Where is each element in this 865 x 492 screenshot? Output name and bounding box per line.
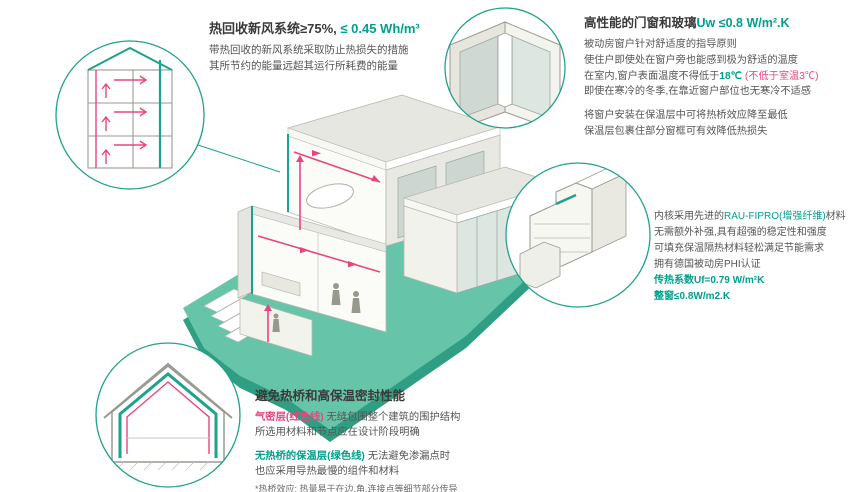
people-figures (272, 283, 361, 332)
window-desc-line4: 即使在寒冷的冬季,在靠近窗户部位也无寒冷不适感 (584, 86, 811, 98)
thermal-desc-line1: 气密层(红色线) 无缝包围整个建筑的围护结构 (255, 410, 590, 425)
ground-floor-side (237, 205, 253, 299)
ventilation-desc-line2: 其所节约的能量远超其运行所耗费的能量 (209, 60, 398, 73)
window-title-main: 高性能的门窗和玻璃 (584, 16, 697, 30)
house-cutaway (237, 94, 560, 357)
window-desc-line2: 使住户即使处在窗户旁也能感到极为舒适的温度 (584, 54, 798, 66)
thermal-line3-rest: 无法避免渗漏点时 (364, 450, 451, 462)
window-title-accent: Uw ≤0.8 W/m².K (696, 16, 790, 30)
airtight-layer-line (126, 381, 210, 454)
thermal-desc-line2: 所选用材料和节点应在设计阶段明确 (255, 427, 420, 439)
ventilation-title: 热回收新风系统≥75%, ≤ 0.45 Wh/m³ (209, 18, 519, 37)
spacer (584, 100, 860, 108)
airtight-layer-label: 气密层(红色线) (255, 412, 324, 423)
section-airflow-arrows (95, 70, 148, 168)
airflow-arrows (264, 150, 380, 311)
spacer (255, 441, 590, 449)
profile-desc-line2: 无需额外补强,具有超强的稳定性和强度 (654, 227, 827, 238)
kitchen-counter (261, 271, 301, 297)
callout-text-thermal: 避免热桥和高保温密封性能 气密层(红色线) 无缝包围整个建筑的围护结构 所选用材… (255, 385, 590, 492)
window-line3-temp: 18℃ (719, 70, 743, 82)
profile-uw-value: 整窗≤0.8W/m2.K (654, 291, 731, 302)
profile-desc-line1: 内核采用先进的RAU-FIPRO(增强纤维)材料 (654, 209, 864, 225)
ventilation-ducts (257, 151, 381, 342)
profile-detail-circle (505, 162, 651, 308)
profile-line1-pre: 内核采用先进的 (654, 211, 724, 222)
window-desc-line3: 在室内,窗户表面温度不得低于18℃ (不低于室温3℃) (584, 69, 860, 85)
window-desc-line1: 被动房窗户针对舒适度的指导原则 (584, 39, 737, 50)
callout-text-window: 高性能的门窗和玻璃Uw ≤0.8 W/m².K 被动房窗户针对舒适度的指导原则 … (584, 12, 860, 140)
thermal-desc-line4: 也应采用导热最慢的组件和材料 (255, 466, 400, 478)
thermal-footnote: *热桥效应: 热量易于在边,角,连接点等细节部分传导 (255, 483, 458, 492)
window-desc-line5: 将窗户安装在保温层中可将热桥效应降至最低 (584, 110, 788, 122)
window-line3-pre: 在室内,窗户表面温度不得低于 (584, 70, 720, 82)
profile-uf-value: 传热系数Uf=0.79 W/m²K (654, 275, 765, 286)
profile-desc-line4: 拥有德国被动房PHI认证 (654, 259, 761, 270)
insulation-layer-label: 无热桥的保温层(绿色线) (255, 450, 365, 462)
ventilation-title-accent: ≤ 0.45 Wh/m³ (336, 21, 420, 36)
profile-desc-line3: 可填充保温隔热材料轻松满足节能需求 (654, 243, 824, 254)
ventilation-desc-line1: 带热回收的新风系统采取防止热损失的措施 (209, 44, 409, 56)
thermal-line1-rest: 无缝包围整个建筑的围护结构 (323, 412, 461, 423)
profile-line1-post: 材料 (825, 211, 846, 222)
window-line3-note: (不低于室温3℃) (742, 70, 819, 82)
window-desc-line6: 保温层包裹住部分窗框可有效降低热损失 (584, 126, 768, 138)
ventilation-detail-circle (55, 40, 205, 190)
callout-text-profile: 内核采用先进的RAU-FIPRO(增强纤维)材料 无需额外补强,具有超强的稳定性… (654, 209, 864, 305)
thermal-title: 避免热桥和高保温密封性能 (255, 389, 406, 403)
profile-lower-piece (519, 241, 561, 289)
wing-left-wall (403, 205, 458, 294)
window-title: 高性能的门窗和玻璃Uw ≤0.8 W/m².K (584, 12, 860, 31)
window-detail-circle (444, 7, 566, 129)
insulation-layer-line (118, 372, 218, 458)
bathtub (306, 183, 354, 209)
thermal-desc-line3: 无热桥的保温层(绿色线) 无法避免渗漏点时 (255, 449, 590, 464)
callout-text-ventilation: 热回收新风系统≥75%, ≤ 0.45 Wh/m³ 带热回收的新风系统采取防止热… (209, 18, 519, 75)
thermal-detail-circle (95, 342, 241, 488)
insulation-edge-lines (251, 134, 289, 294)
profile-brand-name: RAU-FIPRO(增强纤维) (724, 211, 826, 222)
ventilation-title-main: 热回收新风系统≥75%, (209, 21, 337, 36)
